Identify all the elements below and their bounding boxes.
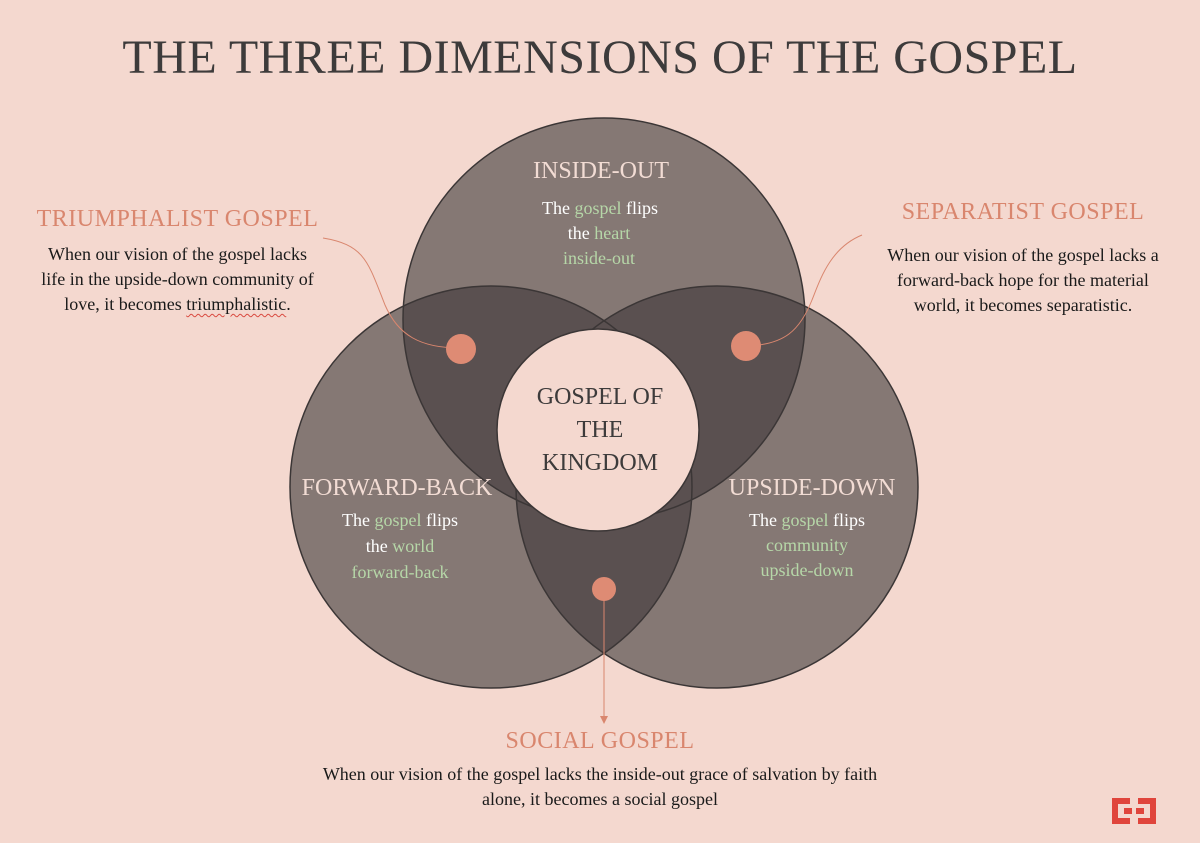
callout-separatist-heading: SEPARATIST GOSPEL <box>901 199 1145 225</box>
center-circle <box>496 328 700 532</box>
callout-social-line1: When our vision of the gospel lacks the … <box>322 764 878 784</box>
dot-social <box>592 577 616 601</box>
connector-social-arrowhead <box>600 716 608 724</box>
circle-text-inside-out-line3: inside-out <box>563 248 635 268</box>
callout-triumphalist: TRIUMPHALIST GOSPEL When our vision of t… <box>10 204 345 317</box>
circle-label-inside-out: INSIDE-OUT <box>533 158 669 184</box>
circle-text-upside-down-line1: The gospel flips <box>749 510 865 530</box>
callout-separatist-line1: When our vision of the gospel lacks a <box>887 245 1159 265</box>
circle-text-forward-back-line2: the world <box>366 536 435 556</box>
callout-social: SOCIAL GOSPEL When our vision of the gos… <box>250 726 950 812</box>
callout-triumphalist-line2: life in the upside-down community of <box>41 269 314 289</box>
callout-separatist-body: When our vision of the gospel lacks a fo… <box>858 243 1188 318</box>
circle-text-forward-back-line3: forward-back <box>352 562 449 582</box>
connector-separatist <box>745 234 863 347</box>
circle-text-upside-down-line2: community <box>766 535 848 555</box>
callout-separatist: SEPARATIST GOSPEL When our vision of the… <box>858 197 1188 318</box>
center-text-line2: THE <box>577 417 624 443</box>
dot-separatist <box>731 331 761 361</box>
brand-logo-icon <box>1112 798 1156 824</box>
center-text-line3: KINGDOM <box>542 450 658 476</box>
circle-outline-left <box>289 285 693 689</box>
callout-triumphalist-line3: love, it becomes triumphalistic. <box>64 294 291 314</box>
center-text-line1: GOSPEL OF <box>537 384 663 410</box>
page-title: THE THREE DIMENSIONS OF THE GOSPEL <box>122 31 1078 84</box>
connector-triumphalist <box>322 237 461 349</box>
circle-label-upside-down: UPSIDE-DOWN <box>729 475 896 501</box>
callout-social-line2: alone, it becomes a social gospel <box>482 789 718 809</box>
callout-social-heading: SOCIAL GOSPEL <box>505 728 695 754</box>
circle-text-inside-out-line1: The gospel flips <box>542 198 658 218</box>
callout-social-body: When our vision of the gospel lacks the … <box>250 762 950 812</box>
callout-triumphalist-body: When our vision of the gospel lacks life… <box>10 242 345 317</box>
circle-text-upside-down-line3: upside-down <box>761 560 854 580</box>
callout-triumphalist-heading: TRIUMPHALIST GOSPEL <box>36 206 319 232</box>
callout-separatist-line2: forward-back hope for the material <box>897 270 1149 290</box>
callout-triumphalist-line1: When our vision of the gospel lacks <box>48 244 307 264</box>
circle-label-forward-back: FORWARD-BACK <box>302 475 493 501</box>
circle-text-forward-back-line1: The gospel flips <box>342 510 458 530</box>
dot-triumphalist <box>446 334 476 364</box>
callout-separatist-line3: world, it becomes separatistic. <box>913 295 1133 315</box>
misspelled-word: triumphalistic <box>186 294 287 314</box>
circle-text-inside-out-line2: the heart <box>568 223 630 243</box>
